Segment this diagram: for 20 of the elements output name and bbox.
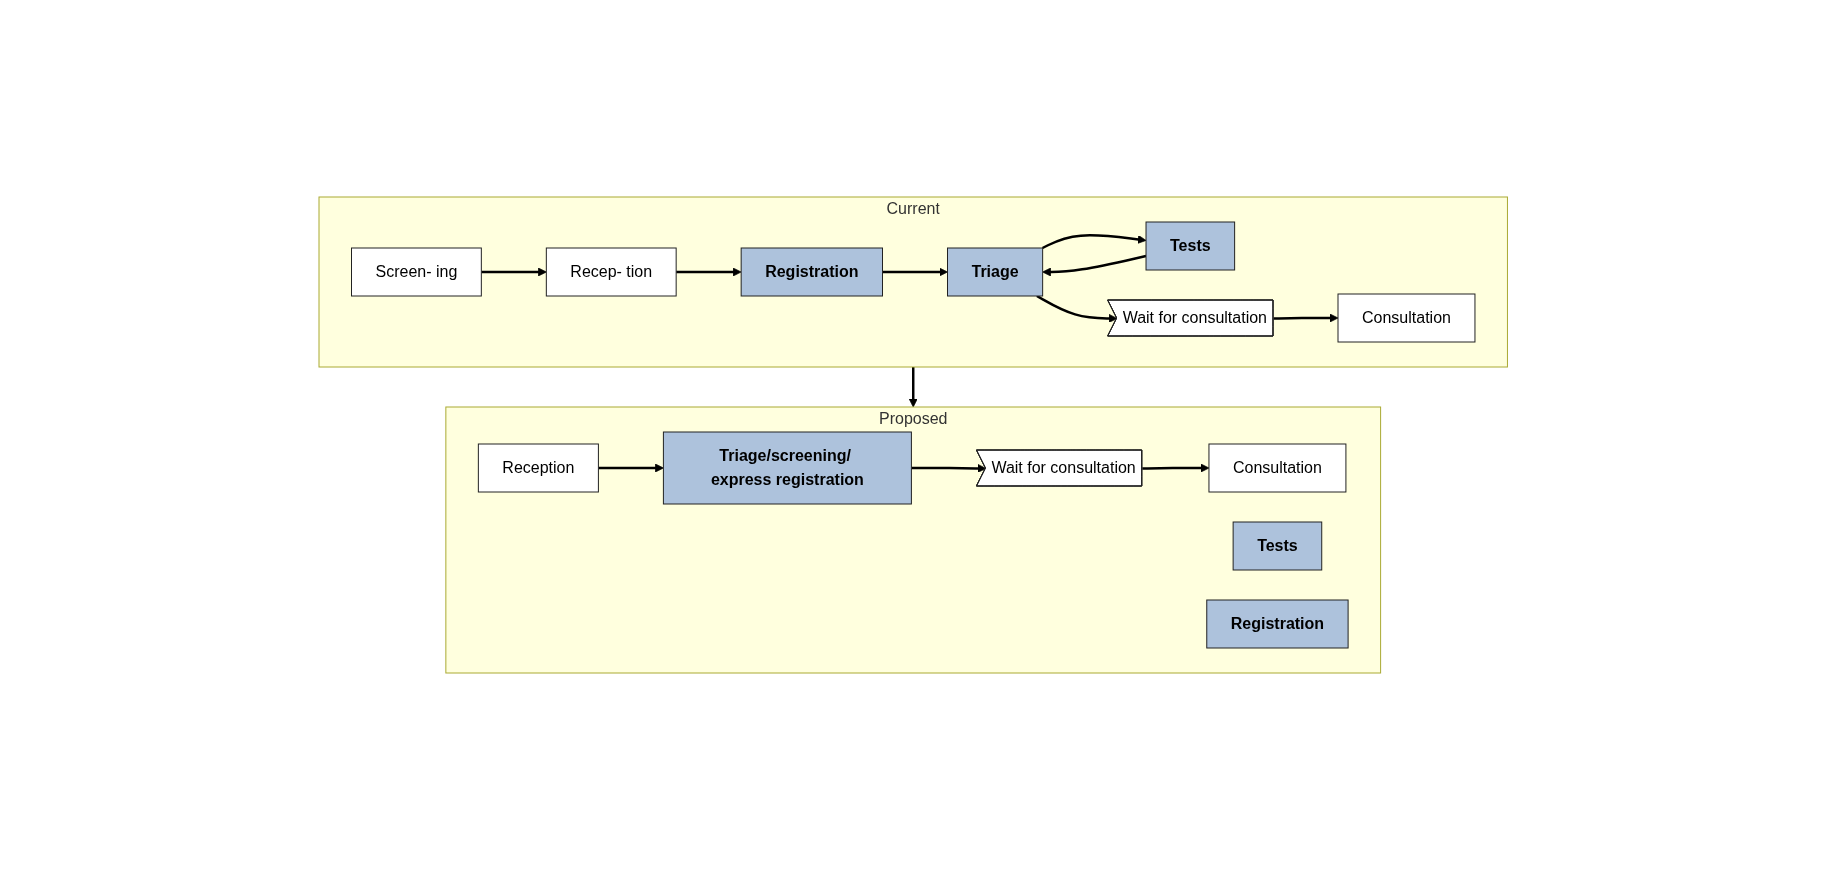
node-box: Tests [1145,221,1235,270]
node-box: Tests [1232,521,1322,570]
node-box: Consultation [1208,443,1347,492]
node-box: Triage [946,247,1043,296]
node-box: Registration [1206,599,1349,648]
arrow [882,267,948,276]
arrow [675,267,742,276]
node-box: Reception [477,443,599,492]
arrow [1273,313,1339,322]
arrow [481,267,547,276]
node-box: Recep- tion [545,247,677,296]
arrow [1042,254,1147,276]
node-box: Screen- ing [350,247,482,296]
node-box: Registration [740,247,883,296]
node-box: Triage/screening/ express registration [662,431,912,504]
arrow [1041,233,1147,249]
arrow [598,463,664,472]
node-box: Consultation [1337,293,1476,342]
arrow [1142,463,1210,472]
arrow [908,366,918,407]
